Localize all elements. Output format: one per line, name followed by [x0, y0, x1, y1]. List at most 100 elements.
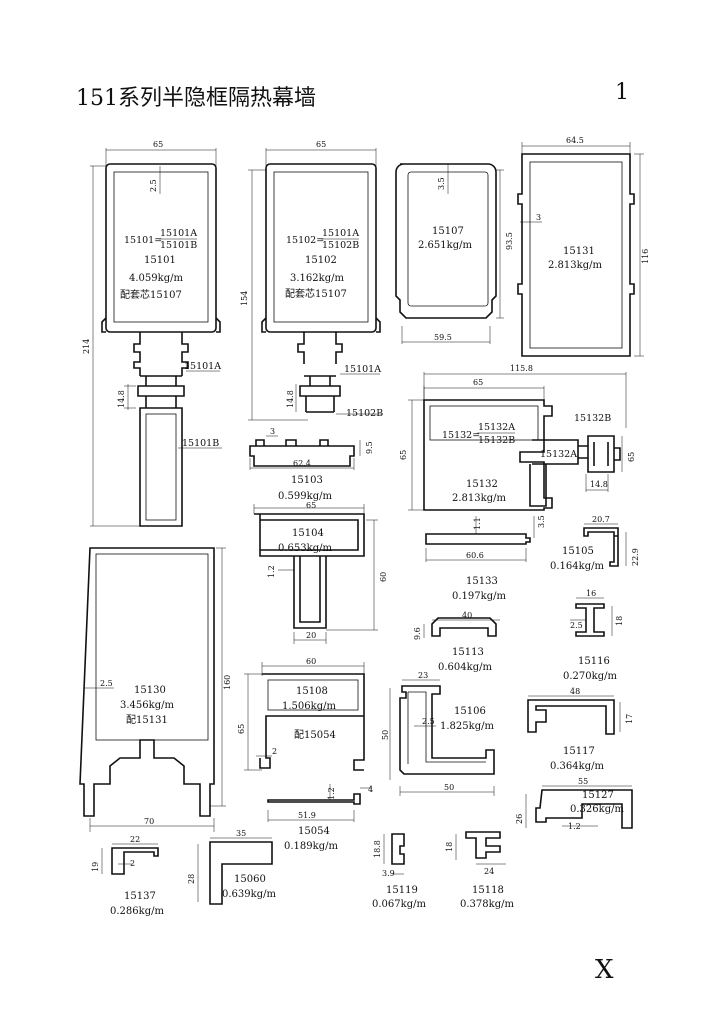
dim-15116-wall: 2.5 [570, 621, 583, 630]
dim-15102-height: 154 [240, 291, 249, 306]
weight-15118: 0.378kg/m [460, 899, 514, 910]
dim-15103-b: 9.5 [365, 441, 374, 454]
part-15102b: 15102B [346, 408, 383, 419]
formula-15132-left: 15132= [442, 430, 480, 441]
dim-15132-gap: 14.8 [590, 480, 608, 489]
profile-15108-shape [259, 673, 365, 771]
note-15130: 配15131 [126, 714, 168, 726]
profile-15137-shape [111, 847, 159, 875]
dim-15132-height-right: 65 [627, 452, 636, 462]
dim-15103-width: 62.4 [293, 459, 311, 468]
note-15101: 配套芯15107 [120, 288, 182, 301]
code-15104: 15104 [292, 528, 324, 539]
formula-15102-top: 15101A [322, 228, 359, 239]
profile-15102-outer [265, 163, 377, 333]
profile-15117: 48 17 15117 0.364kg/m [527, 687, 634, 772]
profile-15105-shape [583, 527, 619, 567]
code-15127: 15127 [582, 790, 614, 801]
dim-15137-width: 22 [130, 835, 140, 844]
dim-15108-height: 65 [237, 724, 246, 734]
code-15137: 15137 [124, 891, 156, 902]
profile-15108: 60 65 2 15108 1.506kg/m 配15054 [237, 657, 365, 771]
code-15060: 15060 [234, 874, 266, 885]
profile-15054-shape [267, 793, 361, 805]
weight-15054: 0.189kg/m [284, 841, 338, 852]
dim-15117-width: 48 [570, 687, 580, 696]
profile-15132-outer [423, 399, 553, 511]
dim-15116-height: 18 [615, 616, 624, 626]
page-number: 1 [615, 80, 629, 105]
profile-15101-inner [113, 171, 209, 323]
code-15102: 15102 [305, 255, 337, 266]
dim-15060-height: 28 [187, 874, 196, 884]
dim-15101-wall: 2.5 [149, 179, 158, 192]
profile-15104: 65 60 20 1.2 15104 0.653kg/m [253, 501, 388, 644]
formula-15132-top: 15132A [478, 422, 515, 433]
dim-15105-width: 20.7 [592, 515, 610, 524]
code-15107: 15107 [432, 226, 464, 237]
weight-15113: 0.604kg/m [438, 662, 492, 673]
dim-15104-wall: 1.2 [267, 565, 276, 578]
dim-15102-gap: 14.8 [286, 390, 295, 408]
dim-15104-height: 60 [379, 572, 388, 582]
profile-15113-shape [431, 617, 497, 637]
note-15102: 配套芯15107 [285, 287, 347, 300]
weight-15130: 3.456kg/m [120, 700, 174, 711]
code-15130: 15130 [134, 685, 166, 696]
weight-15133: 0.197kg/m [452, 591, 506, 602]
profile-15106: 23 50 50 2.5 15106 1.825kg/m [381, 671, 495, 796]
formula-15101-bottom: 15101B [160, 240, 197, 251]
formula-15101-top: 15101A [160, 228, 197, 239]
dim-15133-width: 60.6 [466, 551, 484, 560]
profile-15060-shape [209, 841, 273, 905]
profile-15133-shape [425, 533, 531, 545]
weight-15101: 4.059kg/m [129, 273, 183, 284]
dim-15107-height: 93.5 [505, 232, 514, 250]
weight-15107: 2.651kg/m [418, 240, 472, 251]
weight-15102: 3.162kg/m [290, 273, 344, 284]
weight-15132: 2.813kg/m [452, 493, 506, 504]
profile-15132: 65 115.8 65 65 14.8 15132= 15132A 15132B… [399, 364, 636, 511]
code-15108: 15108 [296, 686, 328, 697]
dim-15113-height: 9.6 [413, 627, 422, 640]
profile-15060: 35 28 15060 0.639kg/m [187, 829, 276, 905]
profile-15117-shape [527, 699, 615, 735]
dim-15118-height: 18 [445, 842, 454, 852]
code-15103: 15103 [291, 475, 323, 486]
part-15101b: 15101B [182, 438, 219, 449]
profile-15104-top [254, 513, 365, 557]
profile-15101-outer [105, 163, 217, 333]
code-15117: 15117 [563, 746, 595, 757]
profile-15127-shape [535, 789, 633, 829]
dim-15116-width: 16 [586, 589, 596, 598]
dim-15137-height: 19 [91, 862, 100, 872]
dim-15104-base: 20 [306, 631, 316, 640]
dim-15127-height: 26 [515, 814, 524, 824]
profile-15101: 65 2.5 214 14.8 15101= 15101A 15101B 151… [82, 140, 222, 527]
dim-15102-width: 65 [316, 140, 326, 149]
code-15132: 15132 [466, 479, 498, 490]
note-15108: 配15054 [294, 729, 336, 741]
profile-15107-outer [395, 163, 497, 319]
code-15118: 15118 [472, 885, 504, 896]
profile-15105: 20.7 22.9 15105 0.164kg/m [550, 515, 640, 572]
code-15101: 15101 [144, 255, 176, 266]
profile-15127: 55 26 1.2 15127 0.326kg/m [515, 777, 633, 831]
dim-15101-gap: 14.8 [117, 390, 126, 408]
dim-15130-height: 160 [223, 675, 232, 690]
part-15101a: 15101A [184, 361, 221, 372]
code-15054: 15054 [298, 826, 330, 837]
profile-15113: 40 9.6 15113 0.604kg/m [413, 611, 500, 673]
formula-15102-bottom: 15102B [322, 240, 359, 251]
profile-15107: 3.5 93.5 59.5 15107 2.651kg/m [395, 163, 514, 344]
dim-15105-height: 22.9 [631, 548, 640, 566]
weight-15117: 0.364kg/m [550, 761, 604, 772]
profile-15102: 65 154 14.8 15102= 15101A 15102B 15102 3… [240, 140, 383, 421]
code-15131: 15131 [563, 246, 595, 257]
dim-15106-top: 23 [418, 671, 428, 680]
dim-15131-wall: 3 [536, 213, 541, 222]
formula-15101-left: 15101= [124, 235, 162, 246]
dim-15101-width: 65 [153, 140, 163, 149]
weight-15060: 0.639kg/m [222, 889, 276, 900]
